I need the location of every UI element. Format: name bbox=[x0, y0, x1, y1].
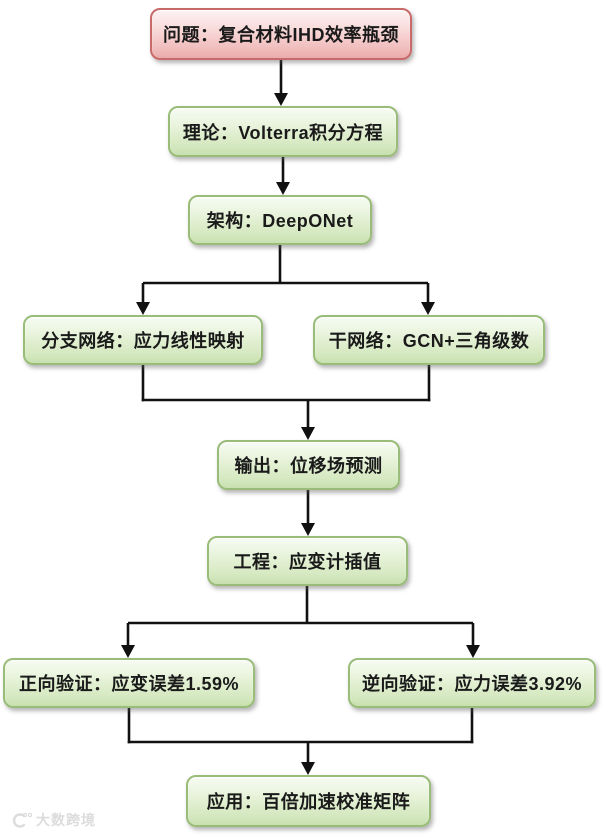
node-application: 应用：百倍加速校准矩阵 bbox=[186, 775, 431, 827]
node-inverse-validation: 逆向验证：应力误差3.92% bbox=[348, 658, 596, 708]
node-inverse-validation-label: 逆向验证：应力误差3.92% bbox=[361, 674, 583, 694]
node-engineering-label: 工程：应变计插值 bbox=[233, 552, 382, 572]
node-trunk-network-label: 干网络：GCN+三角级数 bbox=[328, 331, 530, 351]
node-forward-validation: 正向验证：应变误差1.59% bbox=[3, 658, 255, 708]
node-problem: 问题：复合材料IHD效率瓶颈 bbox=[150, 8, 412, 60]
node-problem-label: 问题：复合材料IHD效率瓶颈 bbox=[163, 25, 399, 45]
watermark: 大数跨境 bbox=[10, 810, 96, 830]
node-trunk-network: 干网络：GCN+三角级数 bbox=[313, 315, 545, 365]
watermark-logo-icon bbox=[12, 812, 32, 828]
node-output: 输出：位移场预测 bbox=[217, 440, 400, 490]
node-forward-validation-label: 正向验证：应变误差1.59% bbox=[18, 674, 240, 694]
node-theory-label: 理论：Volterra积分方程 bbox=[182, 122, 384, 143]
node-architecture-label: 架构：DeepONet bbox=[206, 211, 354, 231]
node-branch-network-label: 分支网络：应力线性映射 bbox=[41, 331, 245, 351]
node-branch-network: 分支网络：应力线性映射 bbox=[23, 315, 263, 365]
node-architecture: 架构：DeepONet bbox=[188, 195, 372, 245]
watermark-text: 大数跨境 bbox=[36, 812, 96, 828]
node-engineering: 工程：应变计插值 bbox=[207, 536, 408, 586]
node-output-label: 输出：位移场预测 bbox=[234, 456, 383, 476]
node-theory: 理论：Volterra积分方程 bbox=[168, 106, 398, 157]
node-application-label: 应用：百倍加速校准矩阵 bbox=[206, 792, 411, 812]
